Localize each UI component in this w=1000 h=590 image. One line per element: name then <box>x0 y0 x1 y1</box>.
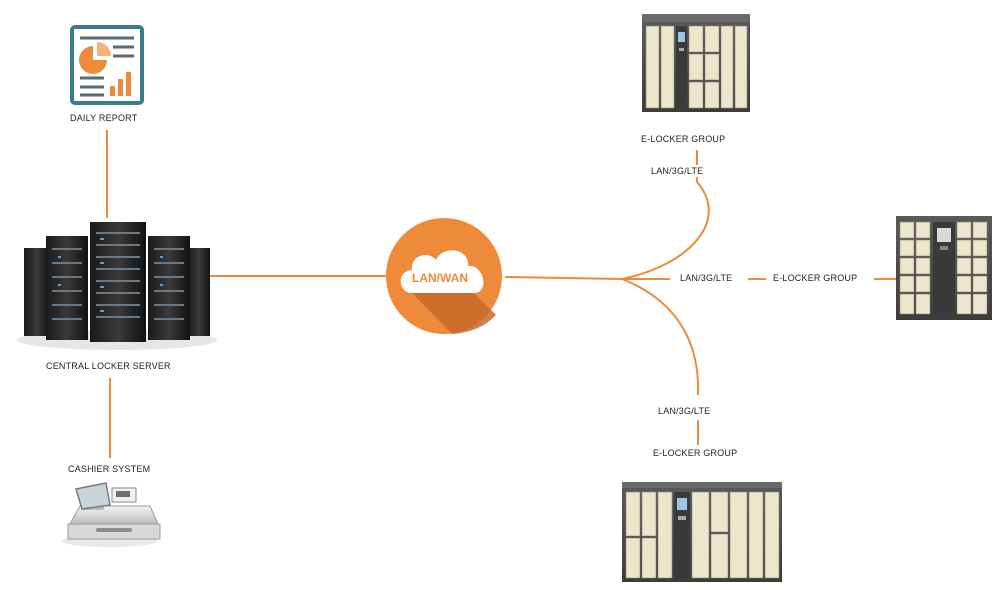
locker-cabinet-icon-right <box>896 216 992 320</box>
report-chart-icon <box>70 25 144 105</box>
locker-top-label: E-LOCKER GROUP <box>639 133 728 145</box>
network-label: LAN/WAN <box>412 271 468 285</box>
cash-register-icon <box>62 482 161 547</box>
locker-cabinet-icon-bottom <box>622 482 782 582</box>
server-rack-icon <box>17 222 217 350</box>
network-hub-link <box>504 276 623 280</box>
central-server-label: CENTRAL LOCKER SERVER <box>44 360 173 372</box>
cloud-icon <box>386 218 502 334</box>
link-top-label: LAN/3G/LTE <box>649 165 706 177</box>
cashier-system-label: CASHIER SYSTEM <box>66 463 153 475</box>
link-bottom-label: LAN/3G/LTE <box>656 405 713 417</box>
hub-bottom-link <box>621 278 700 396</box>
connectors <box>106 130 896 458</box>
link-right-label: LAN/3G/LTE <box>678 272 735 284</box>
hub-top-link <box>621 150 710 280</box>
daily-report-label: DAILY REPORT <box>68 112 140 124</box>
locker-cabinet-icon-top <box>642 14 750 112</box>
locker-right-label: E-LOCKER GROUP <box>771 272 860 284</box>
locker-bottom-label: E-LOCKER GROUP <box>651 447 740 459</box>
